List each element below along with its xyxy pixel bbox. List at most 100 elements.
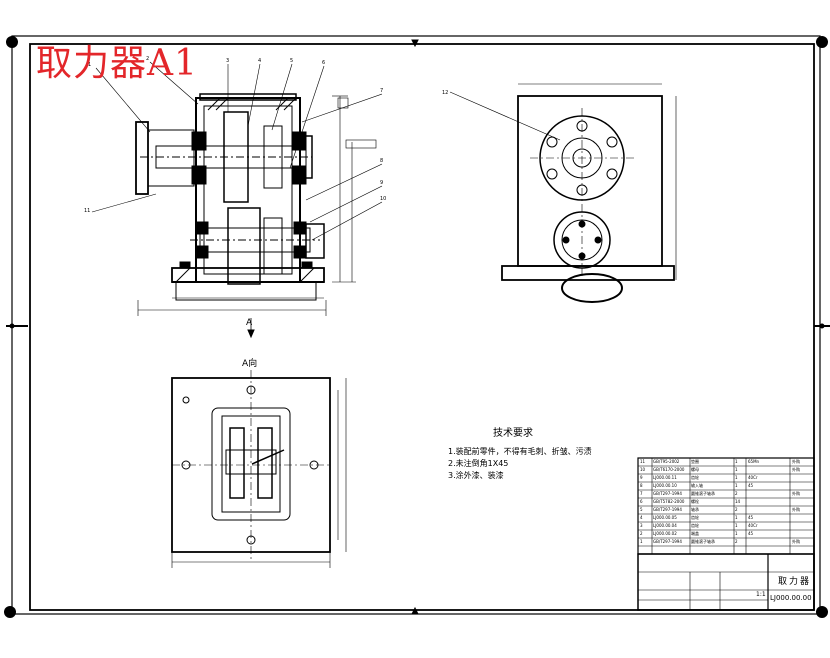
parts-row: 9 LJ000.00.11 齿轮 1 40Cr (638, 474, 814, 482)
parts-row: 7 GB/T297-1994 圆锥滚子轴承 2 外购 (638, 490, 814, 498)
parts-cell-no: 2 (640, 531, 643, 536)
parts-row: 8 LJ000.00.10 输入轴 1 45 (638, 482, 814, 490)
section-arrow (247, 318, 255, 339)
view-label-a: A (246, 318, 253, 328)
parts-cell-no: 5 (640, 507, 643, 512)
parts-cell-material: 65Mn (748, 459, 760, 464)
parts-cell-no: 10 (640, 467, 646, 472)
parts-cell-name: 垫圈 (691, 459, 699, 464)
parts-cell-no: 4 (640, 515, 643, 520)
parts-cell-no: 8 (640, 483, 643, 488)
svg-text:5: 5 (290, 58, 293, 64)
side-view (449, 83, 677, 303)
overlay-title: 取力器A1 (36, 43, 198, 84)
parts-cell-name: 齿轮 (691, 523, 699, 528)
parts-cell-name: 齿轮 (691, 475, 699, 480)
parts-cell-material: 45 (748, 531, 754, 536)
parts-row: 3 LJ000.00.04 齿轮 1 40Cr (638, 522, 814, 530)
parts-cell-name: 端盖 (691, 531, 699, 536)
parts-row: 1 GB/T297-1994 圆锥滚子轴承 2 外购 (638, 538, 814, 546)
parts-cell-name: 齿轮 (691, 515, 699, 520)
parts-cell-remark: 外购 (792, 467, 800, 472)
parts-cell-no: 7 (640, 491, 643, 496)
parts-cell-code: LJ000.00.05 (653, 515, 677, 520)
tech-item: 3.涂外漆、装漆 (448, 471, 504, 480)
tech-requirements: 技术要求 1.装配前零件，不得有毛刺、折皱、污渍 2.未注倒角1X45 3.涂外… (448, 428, 648, 482)
parts-row: 5 GB/T297-1994 轴承 2 外购 (638, 506, 814, 514)
parts-cell-qty: 1 (735, 523, 738, 528)
parts-cell-qty: 14 (735, 499, 741, 504)
parts-cell-qty: 1 (735, 515, 738, 520)
corner-mark-tr (816, 36, 828, 48)
parts-cell-name: 圆锥滚子轴承 (691, 539, 715, 544)
main-dimensions (137, 95, 377, 316)
parts-table-grid (637, 457, 815, 611)
side-view-balloon: 12 (442, 90, 448, 96)
parts-cell-material: 40Cr (748, 523, 758, 528)
svg-text:4: 4 (258, 58, 261, 64)
parts-cell-code: LJ000.00.04 (653, 523, 677, 528)
parts-cell-no: 9 (640, 475, 643, 480)
svg-text:9: 9 (380, 180, 383, 186)
svg-text:1: 1 (88, 62, 91, 68)
parts-cell-qty: 2 (735, 539, 738, 544)
parts-cell-name: 轴承 (691, 507, 699, 512)
tech-item: 2.未注倒角1X45 (448, 459, 509, 468)
svg-text:8: 8 (380, 158, 383, 164)
balloon-labels: 1 2 3 4 5 6 7 8 9 10 11 (84, 56, 386, 214)
centering-marks (6, 39, 830, 615)
parts-cell-qty: 2 (735, 507, 738, 512)
svg-text:2: 2 (146, 56, 149, 62)
parts-cell-remark: 外购 (792, 491, 800, 496)
parts-cell-qty: 1 (735, 459, 738, 464)
parts-cell-code: GB/T297-1994 (653, 507, 682, 512)
parts-cell-material: 45 (748, 483, 754, 488)
title-block-name: 取力器 (778, 577, 812, 587)
parts-cell-name: 圆锥滚子轴承 (691, 491, 715, 496)
parts-cell-code: GB/T6170-2000 (653, 467, 685, 472)
corner-mark-bl (4, 606, 16, 618)
parts-cell-material: 40Cr (748, 475, 758, 480)
parts-cell-qty: 1 (735, 531, 738, 536)
main-section-view (135, 93, 325, 301)
parts-cell-qty: 1 (735, 467, 738, 472)
svg-text:11: 11 (84, 208, 90, 214)
parts-cell-name: 螺栓 (691, 499, 699, 504)
parts-cell-name: 输入轴 (691, 483, 703, 488)
tech-requirements-heading: 技术要求 (493, 428, 533, 439)
parts-cell-qty: 1 (735, 475, 738, 480)
svg-text:7: 7 (380, 88, 383, 94)
parts-cell-no: 3 (640, 523, 643, 528)
parts-cell-code: GB/T297-1994 (653, 491, 682, 496)
parts-cell-code: LJ000.00.10 (653, 483, 677, 488)
parts-cell-remark: 外购 (792, 539, 800, 544)
parts-cell-qty: 1 (735, 483, 738, 488)
parts-row: 6 GB/T5782-2000 螺栓 14 (638, 498, 814, 506)
view-label-a-direction: A向 (242, 359, 258, 369)
parts-cell-remark: 外购 (792, 507, 800, 512)
parts-cell-code: GB/T5782-2000 (653, 499, 685, 504)
parts-cell-no: 1 (640, 539, 643, 544)
title-block-drawing-no: LJ000.00.00 (770, 594, 812, 602)
parts-cell-code: LJ000.00.11 (653, 475, 677, 480)
svg-text:10: 10 (380, 196, 386, 202)
parts-cell-code: GB/T95-2002 (653, 459, 680, 464)
parts-cell-code: LJ000.00.02 (653, 531, 677, 536)
corner-mark-tl (6, 36, 18, 48)
svg-text:6: 6 (322, 60, 325, 66)
title-block-scale: 1:1 (756, 591, 766, 598)
parts-cell-no: 11 (640, 459, 646, 464)
parts-cell-code: GB/T297-1994 (653, 539, 682, 544)
parts-cell-no: 6 (640, 499, 643, 504)
leader-lines (91, 61, 383, 241)
svg-text:3: 3 (226, 58, 229, 64)
parts-row: 2 LJ000.00.02 端盖 1 45 (638, 530, 814, 538)
parts-cell-remark: 外购 (792, 459, 800, 464)
tech-item: 1.装配前零件，不得有毛刺、折皱、污渍 (448, 447, 592, 456)
parts-cell-qty: 2 (735, 491, 738, 496)
a-direction-view (171, 370, 347, 568)
